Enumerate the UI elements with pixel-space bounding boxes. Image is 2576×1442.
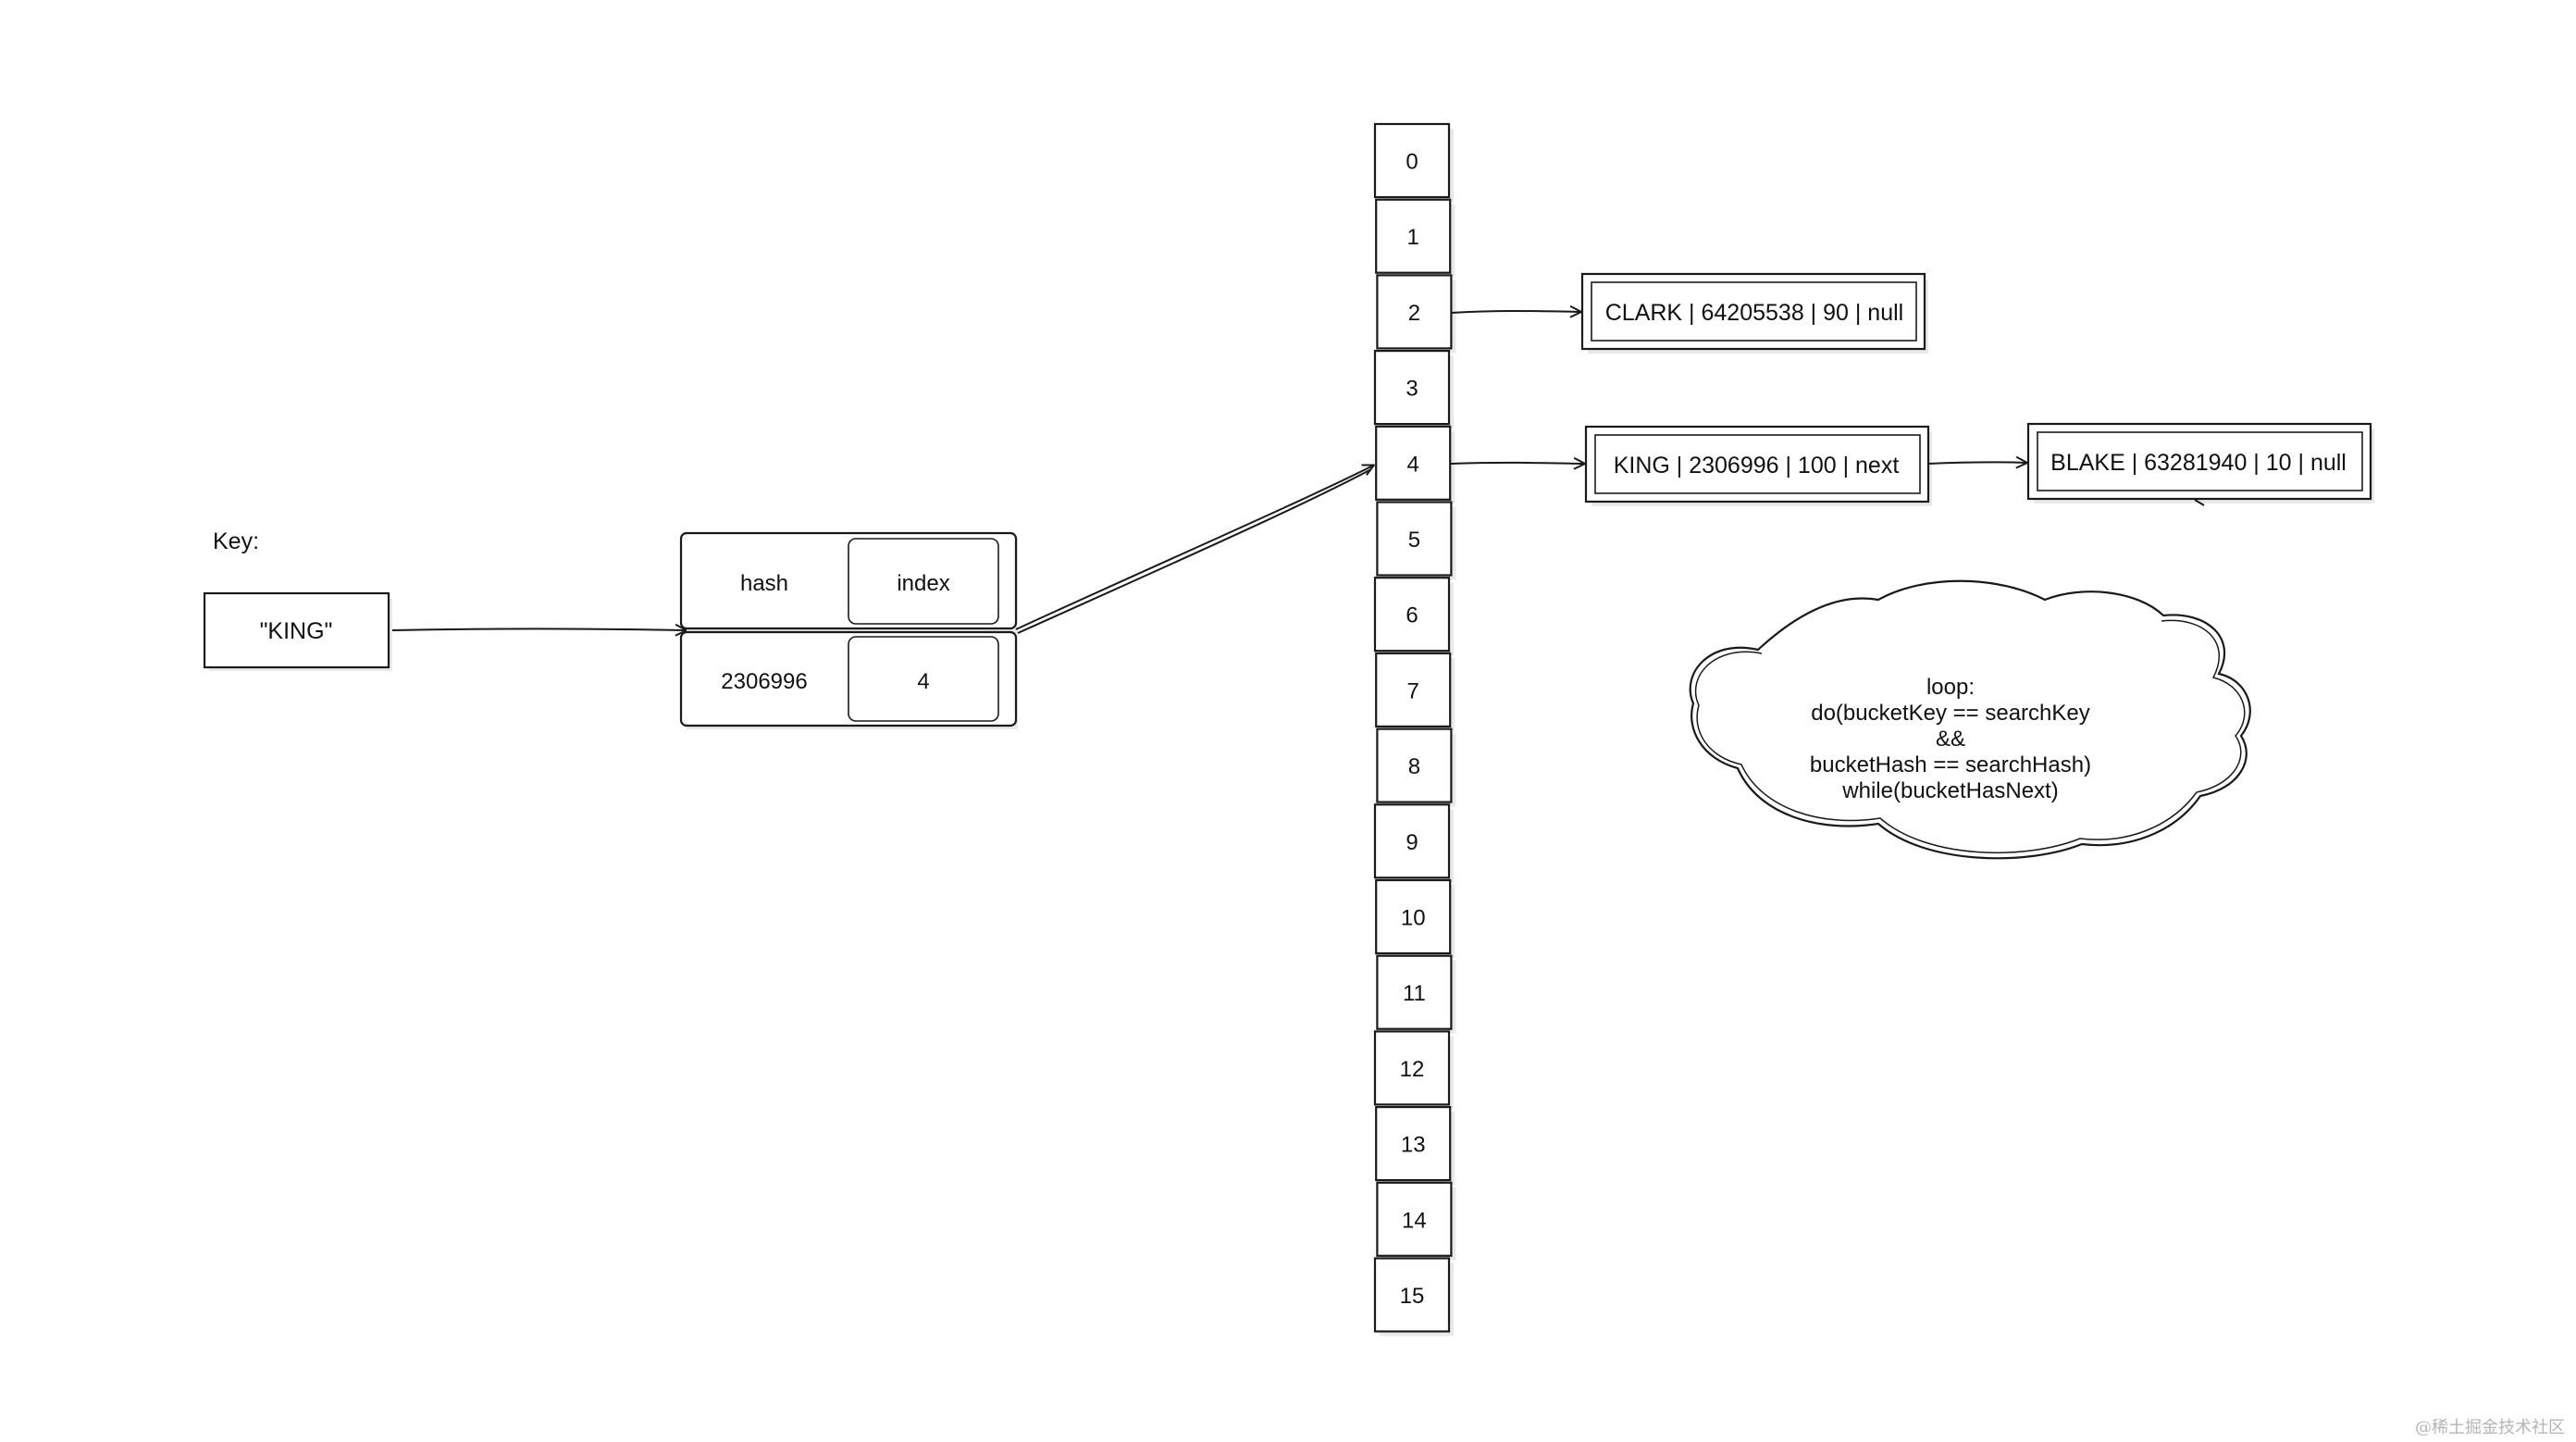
bucket-index-label: 7 [1407,678,1419,703]
bucket-14: 14 [1376,1181,1456,1261]
bucket-index-label: 9 [1406,830,1418,855]
bucket-index-label: 8 [1408,754,1420,779]
bucket-6: 6 [1373,577,1454,656]
bucket-0: 0 [1373,122,1454,202]
bucket-2: 2 [1376,274,1456,354]
bucket-8: 8 [1376,727,1456,807]
bucket-13: 13 [1375,1105,1455,1186]
bucket-10: 10 [1375,878,1455,958]
bucket-7: 7 [1375,652,1455,731]
blake-tick [2194,499,2205,506]
loop-cloud-text: loop:do(bucketKey == searchKey&&bucketHa… [1810,675,2091,803]
bucket-1: 1 [1375,198,1455,278]
bucket-index-label: 11 [1403,981,1426,1006]
node-blake-text: BLAKE | 63281940 | 10 | null [2050,450,2347,476]
bucket-index-label: 15 [1400,1284,1425,1309]
bucket-index-label: 13 [1401,1133,1426,1158]
bucket-index-label: 12 [1400,1057,1425,1082]
index-header: index [897,571,949,596]
bucket-index-label: 14 [1402,1208,1427,1233]
bucket-11: 11 [1376,954,1456,1034]
loop-cloud-line: && [1936,727,1965,752]
key-box: "KING" [203,591,392,671]
bucket-5: 5 [1376,501,1456,580]
index-to-bucket-arrow [1015,466,1373,630]
loop-cloud: loop:do(bucketKey == searchKey&&bucketHa… [1689,579,2251,860]
bucket-12: 12 [1373,1030,1454,1110]
bucket-index-label: 1 [1407,225,1419,250]
bucket-index-label: 6 [1406,603,1418,628]
key-value: "KING" [260,618,333,644]
bucket-3: 3 [1373,350,1454,429]
loop-cloud-line: loop: [1926,675,1975,700]
bucket-4: 4 [1375,425,1455,504]
bucket-index-label: 5 [1408,528,1420,553]
bucket-index-label: 10 [1401,906,1426,931]
node-king: KING | 2306996 | 100 | next [1584,425,1932,506]
index-value: 4 [917,669,929,694]
bucket-15: 15 [1373,1257,1454,1336]
loop-cloud-line: while(bucketHasNext) [1841,778,2058,803]
loop-cloud-line: bucketHash == searchHash) [1810,752,2091,777]
node-clark-text: CLARK | 64205538 | 90 | null [1605,300,1903,326]
hash-index-table: hash index 2306996 4 [679,531,1018,729]
bucket-index-label: 0 [1406,150,1418,175]
king-to-blake-arrow [1927,462,2026,464]
bucket-index-label: 3 [1406,377,1418,402]
node-clark: CLARK | 64205538 | 90 | null [1580,272,1928,354]
bucket-index-label: 4 [1407,452,1419,477]
bucket-index-label: 2 [1408,301,1420,326]
hash-header: hash [740,571,788,596]
key-to-hash-arrow [391,629,686,631]
bucket-9: 9 [1373,803,1454,883]
key-label: Key: [213,528,259,554]
node-king-text: KING | 2306996 | 100 | next [1614,453,1900,479]
index-to-bucket-arrow-sketch [1017,468,1372,634]
bucket4-to-king-arrow [1450,463,1584,464]
loop-cloud-line: do(bucketKey == searchKey [1811,701,2090,726]
node-blake: BLAKE | 63281940 | 10 | null [2026,422,2374,506]
bucket2-to-clark-arrow [1450,311,1580,313]
hash-value: 2306996 [721,669,807,694]
watermark: @稀土掘金技术社区 [2415,1418,2565,1437]
